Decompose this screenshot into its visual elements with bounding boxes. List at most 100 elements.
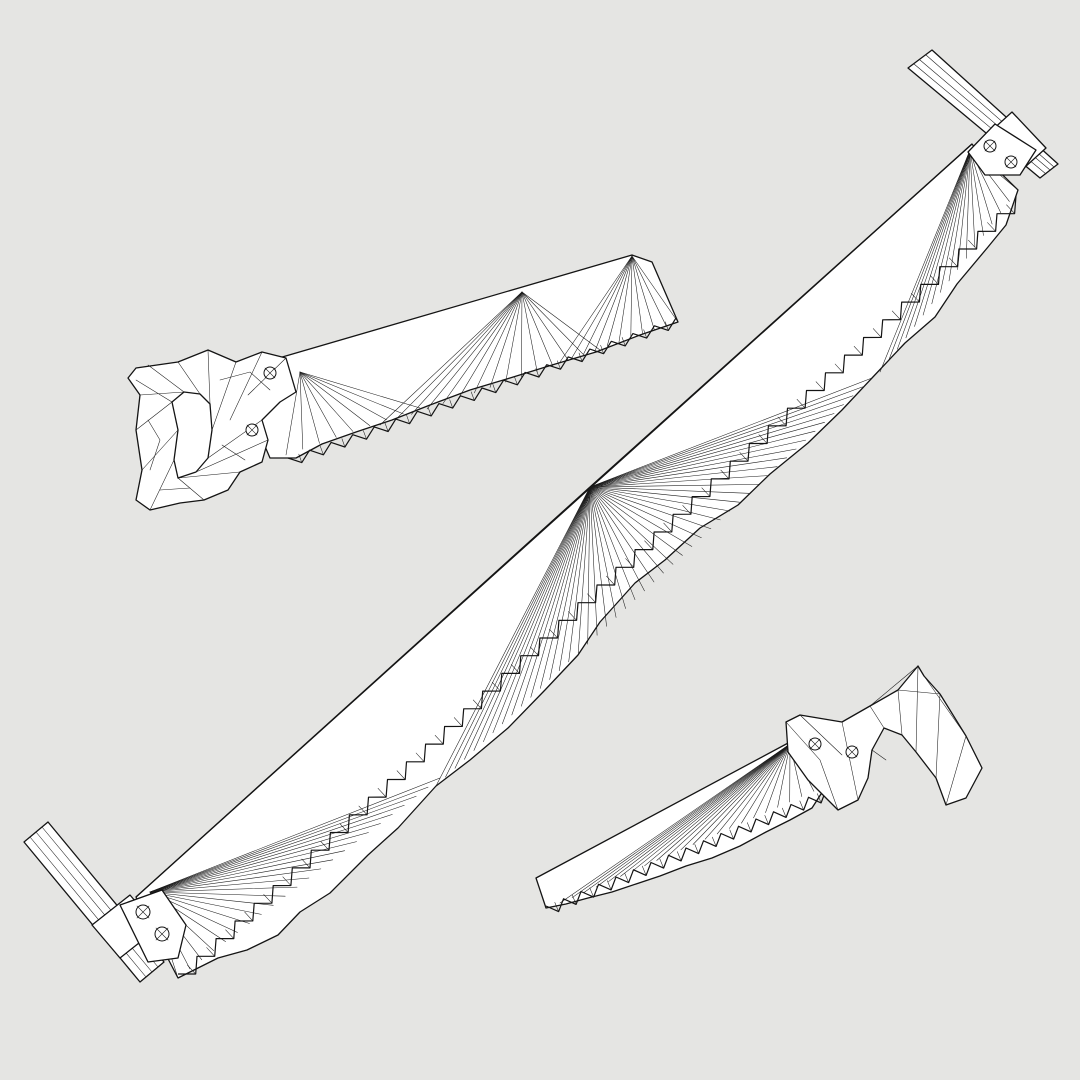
small-hand-saw-handle-outline (785, 665, 983, 811)
wireframe-edge (589, 422, 825, 488)
wireframe-edge (589, 486, 750, 494)
saw-tooth-row (545, 789, 827, 913)
tooth-facet (415, 752, 425, 763)
saw-tooth-row (287, 317, 677, 464)
wireframe-edge (879, 149, 971, 373)
wireframe-edge (931, 149, 971, 305)
wireframe-edge (589, 430, 816, 488)
wireframe-edge (589, 486, 674, 565)
wireframe-edge (505, 291, 523, 383)
wireframe-edge (631, 255, 643, 335)
wireframe-edge (914, 149, 971, 327)
wireframe-edge (888, 149, 971, 361)
tooth-facet (568, 611, 577, 621)
tooth-facet (643, 329, 647, 339)
wireframe-edge (631, 255, 655, 331)
tooth-facet (187, 964, 196, 975)
tooth-facet (535, 368, 540, 378)
tooth-facet (492, 383, 497, 393)
wireframe-edge (411, 291, 523, 415)
tooth-facet (589, 887, 594, 898)
crosscut-saw-handle-lower (23, 821, 187, 983)
wireframe-edge (571, 743, 791, 898)
wireframe-edge (589, 486, 712, 530)
wireframe-edge (589, 486, 702, 538)
tooth-facet (799, 800, 804, 811)
wireframe-edge (483, 486, 591, 742)
wireframe-edge (668, 743, 791, 856)
wireframe-edge (589, 395, 854, 488)
wireframe-edge (445, 486, 591, 778)
wireframe-edge (589, 486, 740, 503)
tooth-facet (396, 770, 406, 780)
tooth-facet (549, 628, 558, 639)
wireframe-edge (940, 149, 971, 293)
tooth-facet (320, 446, 324, 456)
tooth-facet (554, 902, 559, 912)
small-hand-saw-teeth (545, 789, 827, 913)
hand-saw-blade-outline (257, 254, 679, 459)
wireframe-edge (442, 291, 523, 404)
tooth-facet (358, 805, 368, 816)
hand-saw-teeth (287, 317, 677, 464)
tooth-facet (694, 844, 699, 854)
wireframe-edge (149, 814, 393, 893)
wireframe-edge (632, 743, 791, 872)
wireframe-edge (753, 743, 791, 819)
tooth-facet (377, 788, 387, 798)
wireframe-edge (559, 255, 633, 363)
wireframe-edge (966, 149, 971, 259)
crosscut-saw-lower-fan (149, 777, 441, 979)
wireframe-edge (149, 891, 262, 915)
tooth-facet (968, 239, 977, 250)
tooth-facet (600, 344, 604, 354)
tooth-facet (263, 894, 273, 904)
wireframe-edge (777, 743, 791, 808)
wireframe-edge (606, 255, 633, 347)
tooth-facet (911, 293, 920, 303)
wireframe-edge (149, 850, 345, 893)
wireframe-edge (540, 486, 591, 689)
tooth-facet (301, 858, 311, 869)
wireframe-edge (583, 743, 791, 893)
wireframe-edge (558, 486, 591, 671)
wireframe-edge (897, 149, 971, 350)
tooth-facet (949, 257, 958, 267)
wireframe-edge (656, 743, 791, 861)
wireframe-edge (587, 486, 591, 645)
tooth-facet (747, 822, 752, 833)
wireframe-edge (589, 486, 645, 592)
tooth-facet (557, 360, 561, 370)
hand-saw-blade (257, 254, 679, 464)
wireframe-edge (299, 371, 337, 438)
wireframe-edge (149, 777, 441, 893)
tooth-facet (511, 664, 520, 674)
tooth-facet (720, 469, 730, 480)
tooth-facet (817, 793, 822, 804)
tooth-facet (758, 434, 768, 444)
small-hand-saw-fan (559, 743, 827, 904)
wireframe-edge (521, 291, 554, 367)
wireframe-edge (492, 486, 591, 734)
wireframe-edge (458, 291, 523, 399)
wireframe-edge (589, 484, 759, 488)
wireframe-edge (644, 743, 791, 867)
handle-bracket-lower (119, 889, 187, 963)
wireframe-edge (589, 486, 626, 609)
wireframe-edge (589, 404, 844, 488)
wireframe-edge (589, 486, 655, 583)
wireframe-edge (589, 457, 787, 488)
wireframe-edge (589, 486, 683, 556)
wireframe-edge (692, 743, 791, 845)
wireframe-edge (149, 891, 286, 897)
wireframe-edge (511, 486, 591, 716)
wireframe-edge (149, 786, 429, 893)
wireframe-edge (299, 371, 304, 450)
tooth-facet (930, 275, 939, 285)
tooth-facet (891, 310, 901, 320)
tooth-facet (339, 823, 349, 833)
tooth-facet (987, 222, 996, 232)
wireframe-edge (631, 255, 667, 327)
wireframe-edge (631, 255, 679, 323)
